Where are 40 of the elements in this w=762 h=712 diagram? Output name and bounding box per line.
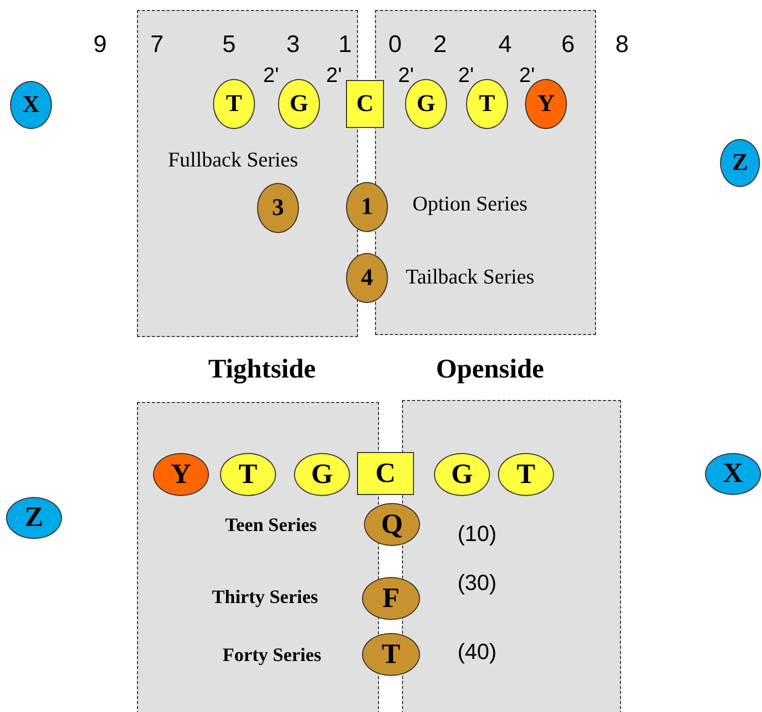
series-label: Teen Series — [225, 515, 317, 537]
player-circle: T — [498, 453, 554, 496]
gap-number: 3 — [286, 31, 300, 59]
series-label: Fullback Series — [168, 148, 298, 172]
player-circle: G — [294, 453, 350, 496]
series-label: Tailback Series — [406, 264, 534, 290]
field-zone — [402, 400, 621, 712]
player-circle: 3 — [257, 183, 299, 233]
player-circle: Y — [153, 453, 209, 496]
center-square: C — [357, 452, 414, 495]
gap-number: 4 — [498, 31, 512, 59]
side-label: Tightside — [208, 354, 316, 384]
series-label: Thirty Series — [212, 587, 318, 609]
split-label: 2' — [326, 64, 342, 88]
player-circle: Z — [720, 139, 760, 187]
gap-number: 0 — [388, 31, 402, 59]
split-label: 2' — [263, 64, 279, 88]
player-circle: G — [434, 453, 490, 496]
gap-number: 8 — [615, 31, 629, 59]
player-circle: T — [213, 79, 255, 129]
gap-number: 6 — [561, 31, 575, 59]
field-zone — [137, 10, 358, 337]
gap-number: 9 — [93, 31, 107, 59]
series-label: Option Series — [412, 192, 528, 216]
gap-number: 2 — [433, 31, 447, 59]
field-zone — [375, 10, 596, 335]
series-number: (30) — [457, 570, 497, 596]
series-label: Forty Series — [222, 645, 322, 667]
player-circle: X — [10, 81, 52, 129]
gap-number: 5 — [222, 31, 236, 59]
gap-number: 1 — [338, 31, 352, 59]
player-circle: T — [220, 453, 276, 496]
center-square: C — [346, 80, 384, 128]
side-label: Openside — [436, 354, 544, 384]
player-circle: X — [705, 453, 761, 495]
gap-number: 7 — [150, 31, 164, 59]
player-circle: Z — [6, 497, 62, 539]
player-circle: G — [278, 79, 320, 129]
series-number: (10) — [457, 521, 497, 547]
series-number: (40) — [457, 639, 497, 665]
